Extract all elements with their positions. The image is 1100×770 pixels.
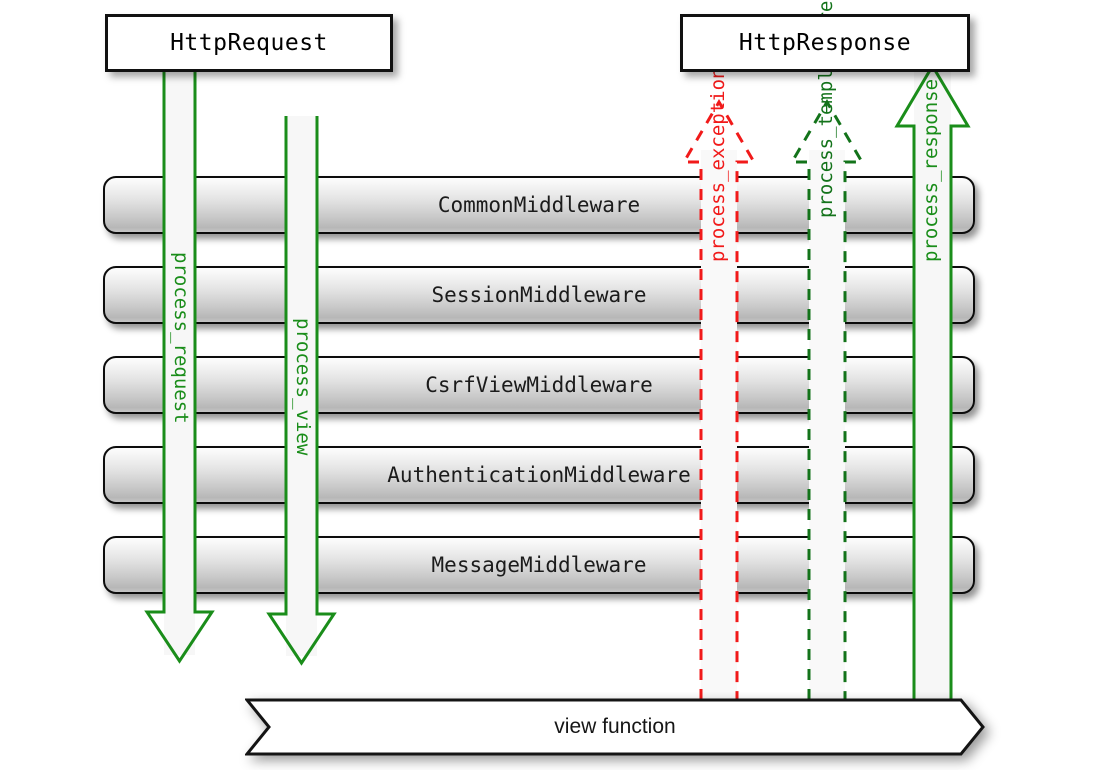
view-function-shape: [245, 698, 985, 756]
middleware-label: SessionMiddleware: [431, 283, 647, 307]
view-function-label: view function: [554, 715, 676, 738]
http-response-box: HttpResponse: [680, 14, 970, 72]
middleware-bar-message: MessageMiddleware: [103, 536, 975, 594]
view-function-banner: view function: [245, 698, 985, 756]
middleware-label: AuthenticationMiddleware: [387, 463, 691, 487]
process-exception-label: process_exception: [707, 67, 729, 262]
process-response-label: process_response: [920, 78, 942, 262]
middleware-bar-csrfview: CsrfViewMiddleware: [103, 356, 975, 414]
process-view-label: process_view: [292, 318, 314, 456]
middleware-label: CommonMiddleware: [437, 193, 641, 217]
middleware-label: CsrfViewMiddleware: [425, 373, 653, 397]
middleware-bar-authentication: AuthenticationMiddleware: [103, 446, 975, 504]
process-request-label: process_request: [170, 252, 192, 424]
http-request-box: HttpRequest: [105, 14, 393, 72]
http-request-label: HttpRequest: [170, 30, 328, 56]
middleware-label: MessageMiddleware: [431, 553, 647, 577]
http-response-label: HttpResponse: [738, 30, 912, 56]
middleware-bar-common: CommonMiddleware: [103, 176, 975, 234]
middleware-bar-session: SessionMiddleware: [103, 266, 975, 324]
